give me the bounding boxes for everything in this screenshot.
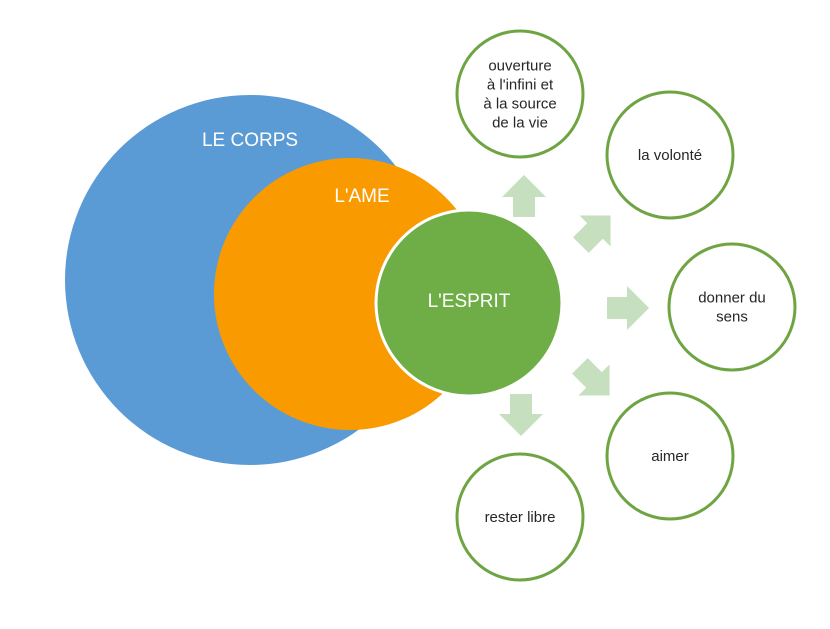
outcome-node-5: rester libre [455, 452, 585, 582]
outcome-text-line: à la source [483, 96, 556, 113]
outcome-text-line: donner du [698, 290, 766, 307]
block-arrow-4 [572, 358, 610, 396]
outcome-text-line: aimer [651, 448, 689, 465]
outcome-node-3: donner du sens [667, 242, 797, 372]
outcome-text-line: ouverture [488, 58, 551, 75]
esprit-label: L'ESPRIT [428, 291, 511, 312]
ame-label: L'AME [334, 186, 389, 207]
outcome-circle [605, 90, 735, 220]
block-arrow-5 [499, 394, 543, 436]
outcome-text-line: à l'infini et [487, 77, 554, 94]
outcome-circle [667, 242, 797, 372]
outcome-text-line: sens [716, 309, 748, 326]
outcome-text-line: de la vie [492, 115, 548, 132]
outcome-circle [455, 29, 585, 159]
esprit-circle [374, 208, 564, 398]
block-arrow-3 [607, 286, 649, 330]
outcome-circle [455, 452, 585, 582]
block-arrow-1 [502, 175, 546, 217]
outcome-circle [605, 391, 735, 521]
outcome-node-4: aimer [605, 391, 735, 521]
outcome-text-line: la volonté [638, 147, 702, 164]
outcome-node-2: la volonté [605, 90, 735, 220]
corps-label: LE CORPS [202, 130, 298, 151]
outcome-text-line: rester libre [485, 509, 556, 526]
outcome-node-1: ouverture à l'infini et à la source de la v… [455, 29, 585, 159]
block-arrow-2 [573, 215, 611, 253]
